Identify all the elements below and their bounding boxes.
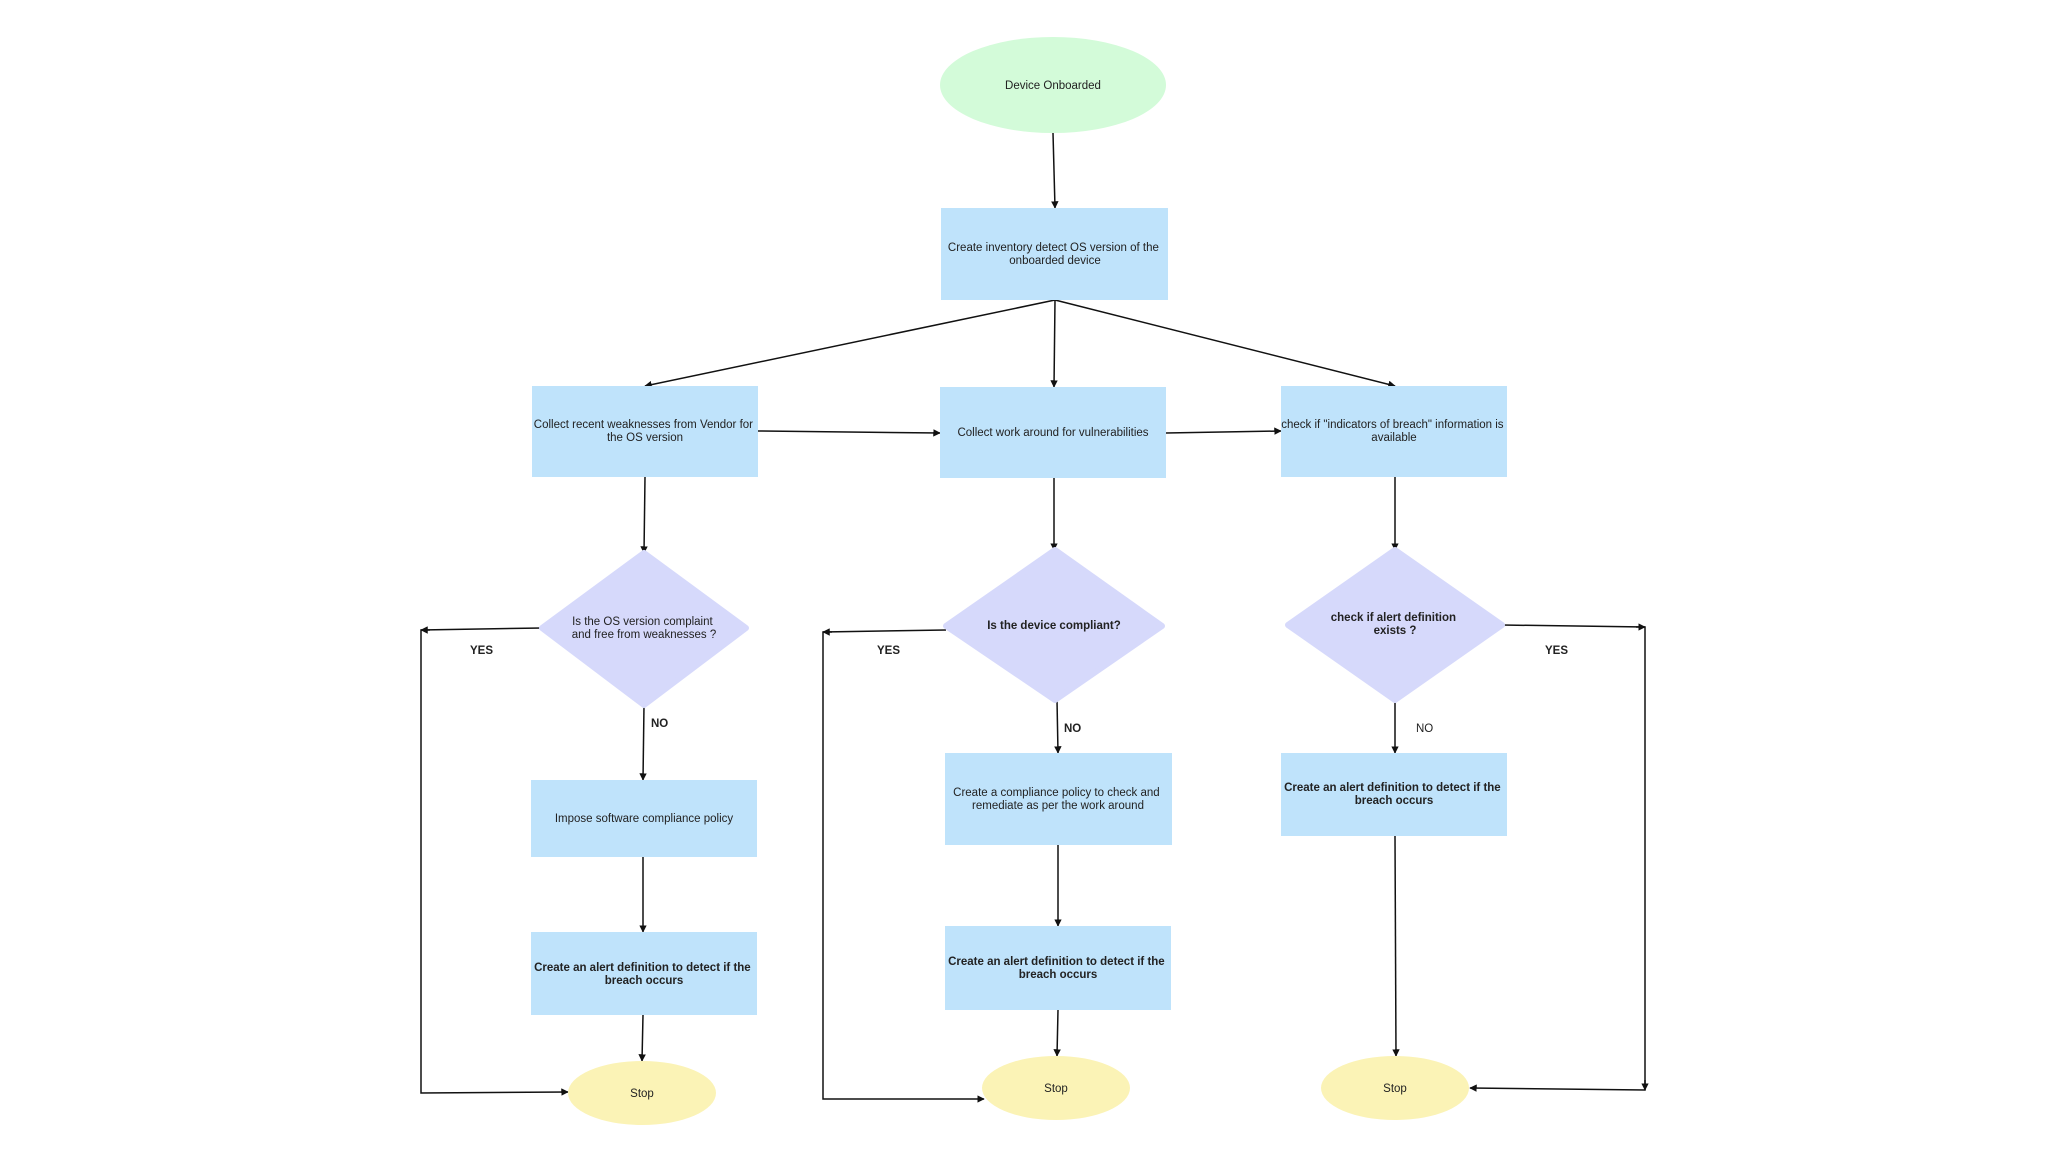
edge-inventory-to-ioc bbox=[1054, 299, 1396, 388]
edge-decision-left-no bbox=[639, 704, 647, 781]
process-create-inventory-label: Create inventory detect OS version of th… bbox=[948, 242, 1162, 267]
process-impose-policy: Impose software compliance policy bbox=[531, 780, 757, 857]
process-alert-definition-right-label: Create an alert definition to detect if … bbox=[1284, 782, 1504, 807]
process-collect-weaknesses-label: Collect recent weaknesses from Vendor fo… bbox=[534, 419, 756, 444]
edge-decision-right-yes bbox=[1469, 624, 1646, 1092]
edge-decision-left-yes bbox=[420, 627, 569, 1096]
edge-alert-middle-to-stop-middle bbox=[1053, 1009, 1061, 1057]
process-check-ioc-label: check if "indicators of breach" informat… bbox=[1281, 419, 1507, 444]
edge-label-no-left: NO bbox=[651, 718, 668, 730]
edge-decision-middle-yes bbox=[822, 629, 985, 1103]
process-create-inventory: Create inventory detect OS version of th… bbox=[941, 208, 1168, 300]
process-check-ioc: check if "indicators of breach" informat… bbox=[1281, 386, 1507, 477]
edge-alert-right-to-stop-right bbox=[1392, 835, 1400, 1057]
edge-label-no-middle: NO bbox=[1064, 723, 1081, 735]
edge-decision-middle-no bbox=[1054, 699, 1062, 754]
edge-inventory-to-weaknesses bbox=[644, 299, 1056, 389]
process-alert-definition-middle: Create an alert definition to detect if … bbox=[945, 926, 1171, 1010]
edge-onboarded-to-inventory bbox=[1051, 132, 1059, 209]
stop-node-middle: Stop bbox=[982, 1056, 1130, 1120]
stop-node-left: Stop bbox=[568, 1061, 716, 1125]
start-node-label: Device Onboarded bbox=[1005, 80, 1101, 92]
edge-alert-left-to-stop-left bbox=[638, 1014, 646, 1062]
edge-label-yes-middle: YES bbox=[877, 645, 900, 657]
edge-weaknesses-to-workaround bbox=[757, 429, 941, 437]
stop-node-right: Stop bbox=[1321, 1056, 1469, 1120]
edges bbox=[420, 132, 1649, 1103]
process-alert-definition-left-label: Create an alert definition to detect if … bbox=[534, 962, 754, 987]
decision-alert-exists-label: check if alert definition exists ? bbox=[1331, 612, 1459, 637]
decision-device-compliant-label: Is the device compliant? bbox=[987, 620, 1121, 632]
edge-inventory-to-workaround bbox=[1050, 299, 1058, 388]
stop-node-left-label: Stop bbox=[630, 1088, 654, 1100]
stop-node-middle-label: Stop bbox=[1044, 1083, 1068, 1095]
edge-workaround-to-ioc bbox=[1165, 427, 1282, 435]
decision-os-compliant-label: Is the OS version complaint and free fro… bbox=[572, 616, 716, 641]
decision-device-compliant: Is the device compliant? bbox=[943, 547, 1165, 703]
edge-label-yes-left: YES bbox=[470, 645, 493, 657]
edge-label-yes-right: YES bbox=[1545, 645, 1568, 657]
process-create-compliance-policy-label: Create a compliance policy to check and … bbox=[953, 787, 1163, 812]
process-collect-workaround: Collect work around for vulnerabilities bbox=[940, 387, 1166, 478]
process-create-compliance-policy: Create a compliance policy to check and … bbox=[945, 753, 1172, 845]
process-impose-policy-label: Impose software compliance policy bbox=[555, 813, 734, 825]
edge-weaknesses-to-decision-left bbox=[640, 476, 648, 554]
process-alert-definition-right: Create an alert definition to detect if … bbox=[1281, 753, 1507, 836]
process-collect-workaround-label: Collect work around for vulnerabilities bbox=[957, 427, 1148, 439]
edge-label-no-right: NO bbox=[1416, 723, 1433, 735]
process-alert-definition-left: Create an alert definition to detect if … bbox=[531, 932, 757, 1015]
process-alert-definition-middle-label: Create an alert definition to detect if … bbox=[948, 956, 1168, 981]
stop-node-right-label: Stop bbox=[1383, 1083, 1407, 1095]
process-collect-weaknesses: Collect recent weaknesses from Vendor fo… bbox=[532, 386, 758, 477]
decision-os-compliant: Is the OS version complaint and free fro… bbox=[539, 550, 749, 708]
start-node-device-onboarded: Device Onboarded bbox=[940, 37, 1166, 133]
decision-alert-exists: check if alert definition exists ? bbox=[1285, 547, 1505, 703]
